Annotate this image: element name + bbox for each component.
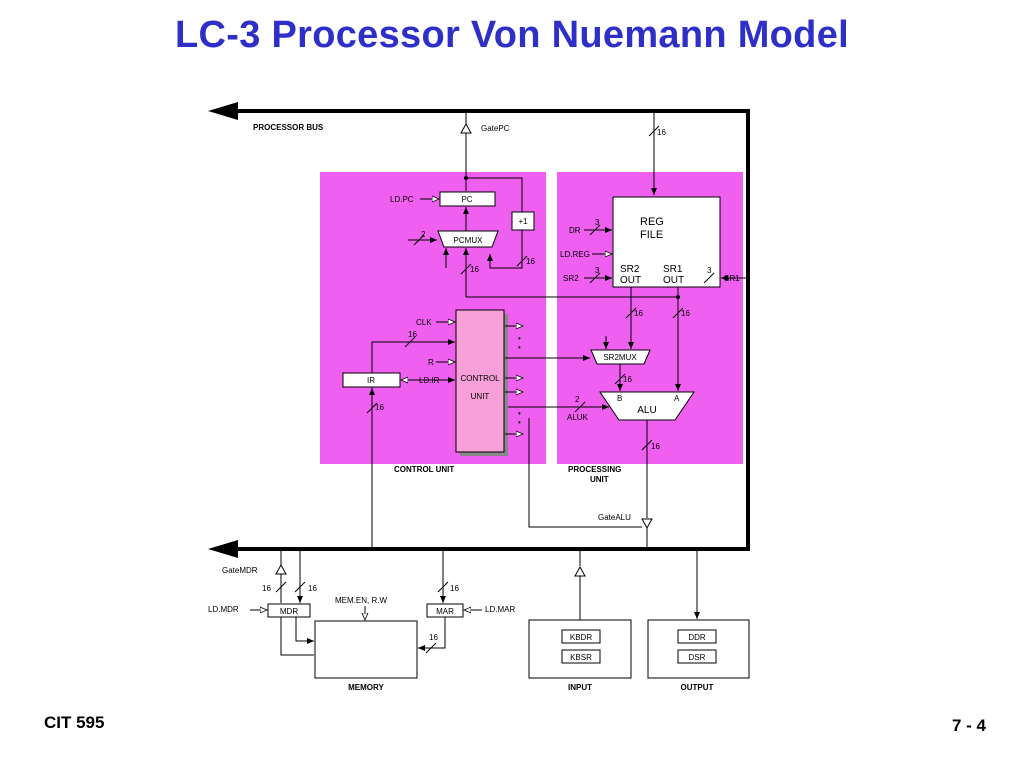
processing-unit-caption-line1: PROCESSING xyxy=(568,465,621,474)
mdr-label: MDR xyxy=(280,607,298,616)
bus-width-label: 16 xyxy=(657,128,666,137)
control-unit-line1: CONTROL xyxy=(460,374,500,383)
ld-ir-label: LD.IR xyxy=(419,376,440,385)
pc-register xyxy=(439,191,496,207)
mar-label: MAR xyxy=(436,607,454,616)
ir-in-width: 16 xyxy=(375,403,384,412)
ld-pc-label: LD.PC xyxy=(390,195,414,204)
ld-mdr-label: LD.MDR xyxy=(208,605,239,614)
sr1-out-width: 16 xyxy=(681,309,690,318)
alu-a-label: A xyxy=(674,394,680,403)
ellipsis-dot: • xyxy=(518,418,521,427)
mem-en-label: MEM.EN, R.W xyxy=(335,596,387,605)
clk-label: CLK xyxy=(416,318,432,327)
sr1-out-line1: SR1 xyxy=(663,264,683,275)
ld-reg-label: LD.REG xyxy=(560,250,590,259)
ir-label: IR xyxy=(367,376,375,385)
ellipsis-dot: • xyxy=(518,334,521,343)
alu xyxy=(599,391,695,421)
gatemdr-tristate-icon xyxy=(275,563,287,575)
mar-out-width: 16 xyxy=(429,633,438,642)
sr2-label: SR2 xyxy=(563,274,579,283)
alu-out-width: 16 xyxy=(651,442,660,451)
ellipsis-dot: • xyxy=(518,409,521,418)
course-label: CIT 595 xyxy=(44,713,105,732)
ddr-label: DDR xyxy=(688,633,706,642)
ld-mar-label: LD.MAR xyxy=(485,605,515,614)
dsr-label: DSR xyxy=(689,653,706,662)
sr2mux xyxy=(590,349,651,365)
gatepc-tristate-icon xyxy=(460,122,472,134)
pcmux-label: PCMUX xyxy=(454,236,484,245)
processor-bus xyxy=(208,102,750,558)
sr2-width: 3 xyxy=(595,266,600,275)
processor-bus-label: PROCESSOR BUS xyxy=(253,123,324,132)
pcmux-select-width: 2 xyxy=(421,230,426,239)
input-device xyxy=(528,619,632,679)
mdr-register xyxy=(267,603,311,618)
ddr-register xyxy=(677,629,717,644)
page-number: 7 - 4 xyxy=(951,716,986,735)
memory-label: MEMORY xyxy=(348,683,384,692)
kbsr-label: KBSR xyxy=(570,653,592,662)
dsr-register xyxy=(677,649,717,664)
control-unit-caption: CONTROL UNIT xyxy=(394,465,454,474)
output-device xyxy=(647,619,750,679)
plus-one-label: +1 xyxy=(518,217,528,226)
sr2mux-out-width: 16 xyxy=(623,375,632,384)
kbdr-label: KBDR xyxy=(570,633,592,642)
aluk-width: 2 xyxy=(575,395,580,404)
reg-file-line1: REG xyxy=(640,216,664,228)
kbsr-register xyxy=(561,649,601,664)
r-label: R xyxy=(428,358,434,367)
mdr-in-width: 16 xyxy=(308,584,317,593)
control-unit-block: CONTROL UNIT xyxy=(455,309,508,456)
alu-b-label: B xyxy=(617,394,622,403)
ir-to-control-width: 16 xyxy=(408,330,417,339)
control-unit-line2: UNIT xyxy=(471,392,490,401)
memory-block xyxy=(314,620,418,679)
dr-width: 3 xyxy=(595,218,600,227)
output-label: OUTPUT xyxy=(681,683,714,692)
aluk-label: ALUK xyxy=(567,413,589,422)
input-tristate-icon xyxy=(574,565,586,577)
processing-unit-caption-line2: UNIT xyxy=(590,475,609,484)
page-title: LC-3 Processor Von Nuemann Model xyxy=(174,14,849,56)
gatealu-tristate-icon xyxy=(641,518,653,530)
pc-incrementer xyxy=(511,211,535,231)
sr1-out-line2: OUT xyxy=(663,275,684,286)
control-signal-outputs xyxy=(505,326,590,434)
ellipsis-dot: • xyxy=(518,343,521,352)
sr1-width: 3 xyxy=(707,266,712,275)
mdr-out-width: 16 xyxy=(262,584,271,593)
control-unit-region xyxy=(320,172,546,464)
pc-label: PC xyxy=(461,195,472,204)
sr2-out-width: 16 xyxy=(634,309,643,318)
reg-file-line2: FILE xyxy=(640,229,663,241)
alu-label: ALU xyxy=(637,405,656,416)
register-file: REG FILE SR2 OUT SR1 OUT xyxy=(612,196,721,288)
dr-label: DR xyxy=(569,226,581,235)
input-label: INPUT xyxy=(568,683,592,692)
sr2-out-line1: SR2 xyxy=(620,264,640,275)
gatepc-label: GatePC xyxy=(481,124,510,133)
gatealu-label: GateALU xyxy=(598,513,631,522)
sr2-out-line2: OUT xyxy=(620,275,641,286)
sr2mux-label: SR2MUX xyxy=(603,353,637,362)
plus-one-width-label: 16 xyxy=(526,257,535,266)
pcmux xyxy=(437,230,499,248)
mar-in-width: 16 xyxy=(450,584,459,593)
kbdr-register xyxy=(561,629,601,644)
gatemdr-label: GateMDR xyxy=(222,566,258,575)
pcmux-input-width: 16 xyxy=(470,265,479,274)
